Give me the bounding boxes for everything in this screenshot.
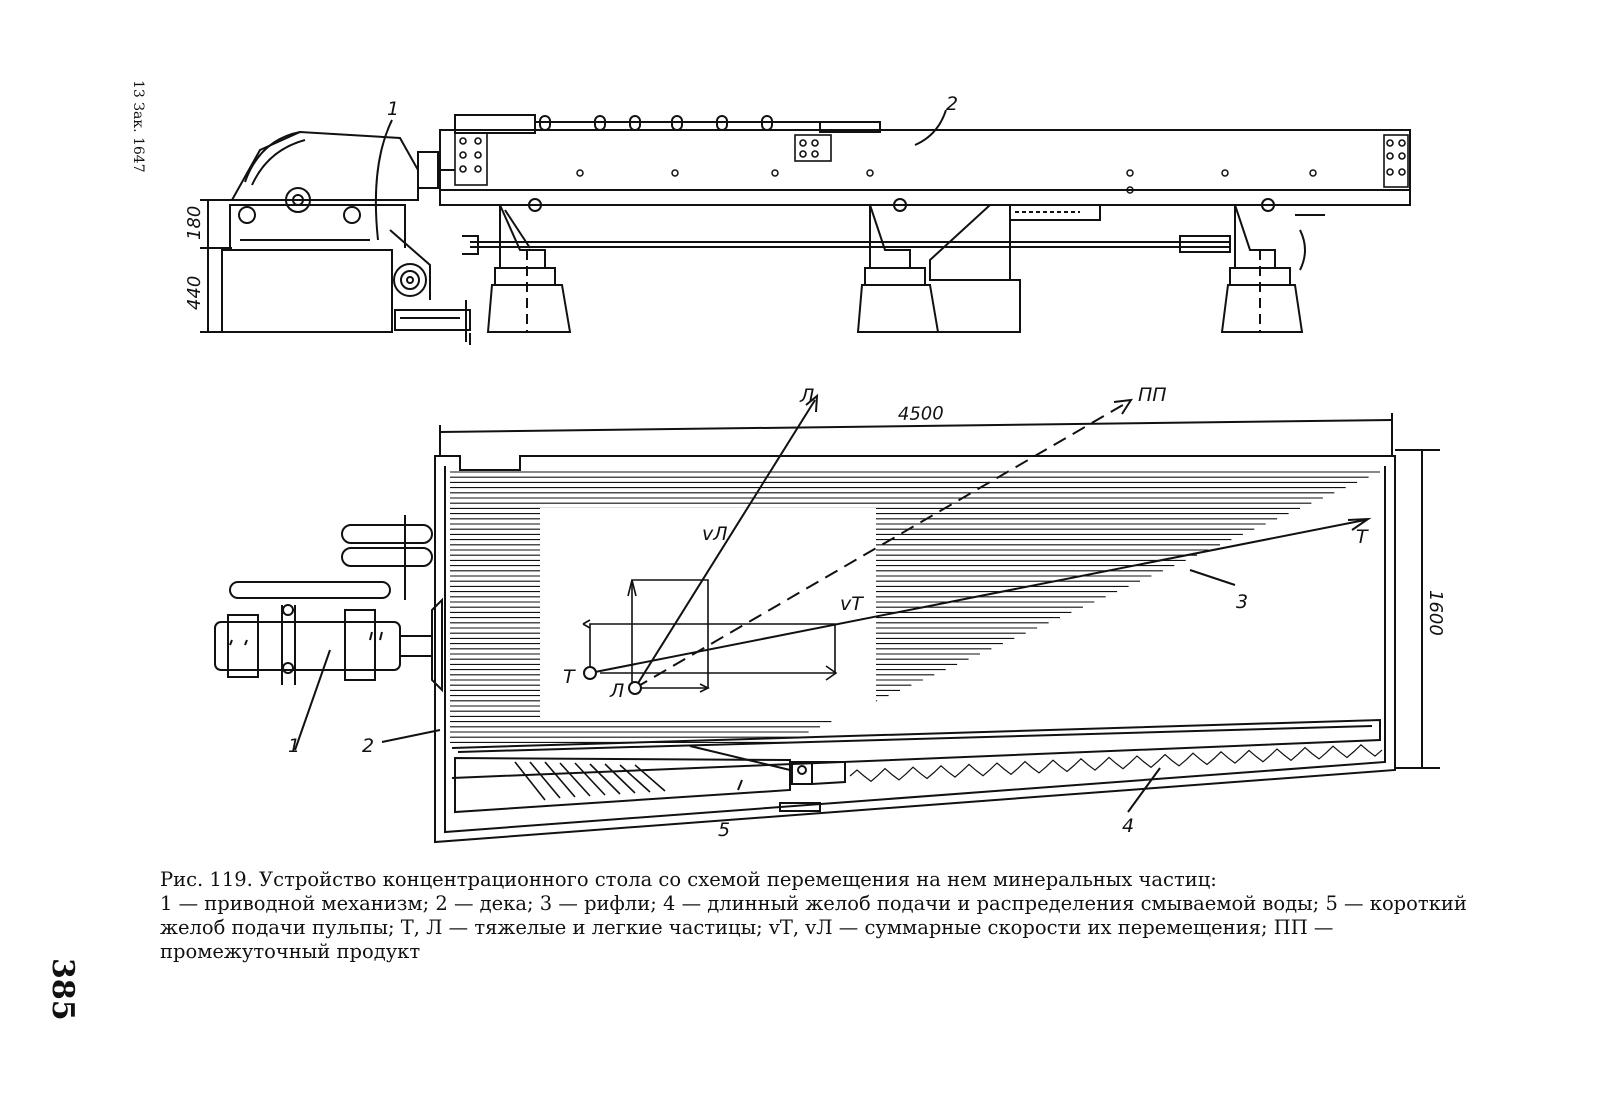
trough-zigzag (849, 743, 1383, 783)
drive-coupling (417, 151, 439, 189)
label-v-heavy: vТ (840, 593, 864, 615)
deck-inner-outline (444, 466, 1386, 834)
leader-4-plan (1127, 767, 1161, 813)
label-light-start: Л (609, 680, 624, 702)
label-mechanism-plan: 1 (288, 735, 300, 757)
riffle-posts (539, 115, 773, 131)
drive-housing (230, 130, 419, 201)
heavy-velocity-parallelogram (589, 623, 836, 674)
caption-body: 1 — приводной механизм; 2 — дека; 3 — ри… (160, 892, 1467, 963)
label-long-trough: 4 (1122, 815, 1134, 837)
figure-caption: Рис. 119. Устройство концентрационного с… (160, 868, 1500, 964)
label-light-end: Л (799, 385, 814, 407)
motor-pulley-hub (406, 276, 414, 284)
short-trough-hatch (514, 761, 666, 801)
light-vertical-arrow (627, 579, 637, 597)
middling-vector (634, 401, 1129, 689)
label-deck-plan: 2 (362, 735, 374, 757)
support-right (1179, 198, 1325, 333)
leader-1-plan (294, 649, 331, 751)
label-deck-top: 2 (946, 93, 958, 115)
label-heavy-end: Т (1356, 526, 1369, 548)
leader-3-plan (1189, 569, 1236, 586)
leader-1-top (374, 119, 393, 241)
dimension-ticks (200, 199, 232, 333)
leader-5-plan (737, 779, 743, 791)
light-velocity-parallelogram (631, 579, 709, 689)
label-mechanism-top: 1 (387, 98, 399, 120)
drive-wheel-right (343, 206, 361, 224)
drive-pivot-core (292, 194, 304, 206)
deck-outline (434, 455, 1396, 844)
dimension-440: 440 (184, 276, 205, 310)
trough-valve (791, 761, 813, 785)
caption-title: Рис. 119. Устройство концентрационного с… (160, 868, 1217, 891)
dimension-1600: 1600 (1425, 590, 1446, 636)
motor-steps (394, 309, 471, 331)
label-heavy-start: Т (563, 666, 576, 688)
middling-arrowhead (1113, 398, 1133, 415)
leader-2-plan (381, 729, 441, 743)
motor-pulley-inner (400, 270, 420, 290)
label-middling: ПП (1138, 384, 1167, 406)
drive-wheel-left (238, 206, 256, 224)
side-note: 13 Зак. 1647 (130, 80, 146, 173)
heavy-particle-vector (589, 519, 1366, 674)
heavy-vertical-arrow (582, 619, 591, 629)
deck-clamp (819, 121, 881, 133)
heavy-arrowhead (1347, 517, 1372, 531)
heavy-particle-point (583, 666, 597, 680)
dimension-4500-line (439, 419, 1393, 433)
drive-frame (229, 204, 406, 248)
deck-lower-rail (439, 189, 1411, 206)
dimension-4500-ticks (439, 413, 1393, 456)
label-short-trough: 5 (718, 819, 730, 841)
long-trough (451, 718, 1381, 779)
bottom-lug (779, 802, 821, 812)
drive-base (221, 249, 393, 333)
page-number: 385 (45, 958, 80, 1021)
dimension-180: 180 (184, 206, 205, 240)
light-particle-vector (634, 399, 816, 689)
bolt-plates (454, 132, 1409, 188)
dimension-1600-ticks (1395, 449, 1440, 769)
label-riffles: 3 (1236, 591, 1248, 613)
drive-housing-arc (244, 131, 301, 183)
support-left (486, 198, 572, 333)
drive-housing-arc-inner (251, 139, 306, 186)
heavy-horizontal-arrow (825, 665, 838, 681)
trough-valve-knob (797, 765, 807, 775)
deck-slope-line (689, 745, 791, 771)
deck-rivets (576, 169, 1317, 194)
velocity-vectors (582, 393, 1372, 695)
drive-link (389, 229, 431, 300)
short-trough (454, 756, 791, 814)
plan-view (214, 109, 1440, 844)
deck-end-block (454, 114, 536, 134)
light-particle-point (628, 681, 642, 695)
drive-pivot (285, 187, 311, 213)
trough-junction (811, 761, 846, 785)
trough-distribution-holes (849, 743, 1383, 783)
diagram-labels: 1 2 180 440 4500 1600 Л ПП Т Т Л vЛ vТ 3… (184, 93, 1446, 841)
elevation-view (200, 114, 1411, 345)
dimension-4500: 4500 (898, 403, 944, 425)
light-arrowhead (805, 393, 819, 413)
label-v-light: vЛ (702, 523, 728, 545)
long-trough-inner (457, 725, 1373, 753)
light-horizontal-arrow (699, 683, 710, 693)
rod-end (462, 235, 479, 255)
support-middle (856, 198, 1101, 333)
leader-2-top (914, 109, 947, 146)
drive-mechanism-plan (214, 515, 443, 693)
motor-pulley (393, 263, 427, 297)
